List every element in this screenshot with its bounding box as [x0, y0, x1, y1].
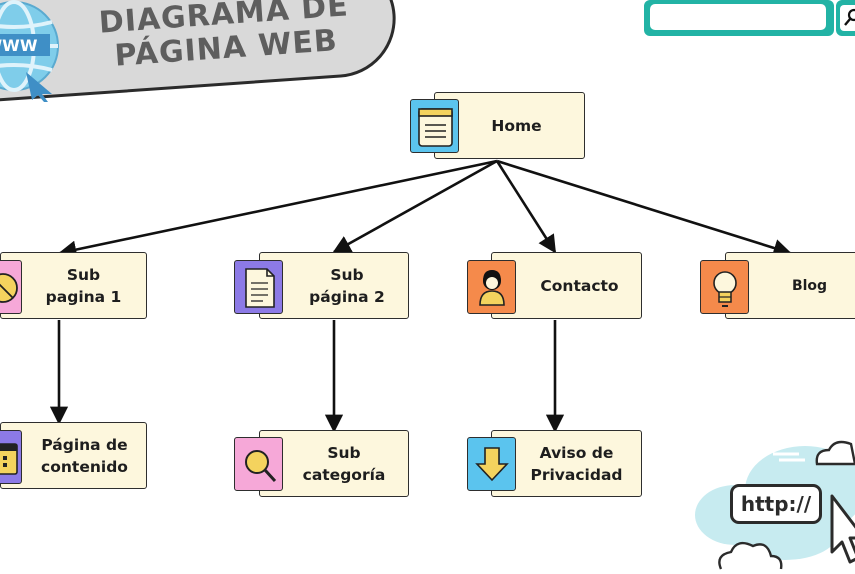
document-icon — [234, 260, 283, 314]
node-sub-pagina-1-label: Sub pagina 1 — [0, 252, 147, 319]
node-sub-pagina-2-label: Sub página 2 — [259, 252, 409, 319]
edge-home-sub1 — [58, 159, 498, 259]
cursor-arrow-icon — [830, 494, 855, 564]
node-home-label: Home — [434, 92, 585, 159]
search-input[interactable] — [650, 4, 826, 30]
search-icon — [840, 5, 855, 31]
edge-home-contacto — [495, 160, 557, 254]
person-icon — [467, 260, 516, 314]
notepad-icon — [410, 99, 459, 153]
node-contacto-label: Contacto — [491, 252, 642, 319]
node-pagina-de-contenido-label: Página de contenido — [0, 422, 147, 489]
edge-home-sub2 — [332, 159, 498, 254]
globe-www-text: WWW — [0, 36, 38, 55]
down-arrow-icon — [467, 437, 516, 491]
www-globe-icon: WWW — [0, 0, 59, 102]
url-badge: http:// — [730, 484, 822, 524]
node-sub-categoria-label: Sub categoría — [259, 430, 409, 497]
no-icon — [0, 260, 22, 314]
search-button[interactable] — [836, 0, 855, 36]
edge-home-blog — [496, 159, 792, 257]
calendar-icon — [0, 430, 22, 484]
magnifier-icon — [234, 437, 283, 491]
node-aviso-de-privacidad-label: Aviso de Privacidad — [491, 430, 642, 497]
lightbulb-icon — [700, 260, 749, 314]
